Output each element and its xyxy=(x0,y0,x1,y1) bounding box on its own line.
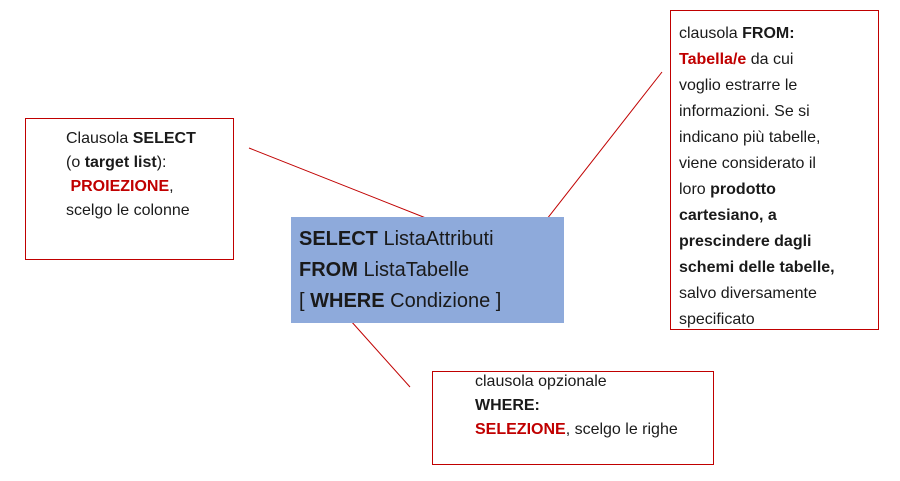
select-note-word: Clausola xyxy=(66,130,129,147)
sql-where-keyword: WHERE xyxy=(310,290,385,312)
from-note-keyword: FROM: xyxy=(742,25,795,42)
select-clause-note: Clausola SELECT (o target list): PROIEZI… xyxy=(25,118,234,260)
sql-select-argument: ListaAttributi xyxy=(383,228,494,250)
where-clause-note: clausola opzionale WHERE: SELEZIONE, sce… xyxy=(432,371,714,465)
select-note-keyword: SELECT xyxy=(132,130,196,147)
from-note-line1: clausola FROM: xyxy=(679,25,795,42)
sql-select-line: SELECT ListaAttributi xyxy=(299,224,564,255)
select-note-line1: Clausola SELECT xyxy=(66,127,223,151)
select-connector-line xyxy=(248,147,437,223)
where-note-line3: SELEZIONE, scelgo le righe xyxy=(475,421,678,438)
sql-where-line: [ WHERE Condizione ] xyxy=(299,290,502,312)
where-note-line1: clausola opzionale xyxy=(475,373,607,390)
sql-select-keyword: SELECT xyxy=(299,228,378,250)
where-note-line2: WHERE: xyxy=(475,394,707,418)
tabelle-keyword: Tabella/e xyxy=(679,51,747,68)
proiezione-keyword: PROIEZIONE xyxy=(70,178,170,195)
select-note-line4: scelgo le colonne xyxy=(66,202,190,219)
from-clause-note: clausola FROM: Tabella/e da cui voglio e… xyxy=(670,10,879,330)
selezione-keyword: SELEZIONE xyxy=(475,421,566,438)
target-list-keyword: target list xyxy=(84,154,157,171)
from-note-line2: Tabella/e da cui xyxy=(679,51,794,68)
sql-where-argument: Condizione xyxy=(390,290,491,312)
select-note-line2: (o target list): xyxy=(66,154,167,171)
where-note-keyword: WHERE: xyxy=(475,397,540,414)
select-note-line3: PROIEZIONE, xyxy=(70,178,174,195)
sql-from-line: FROM ListaTabelle xyxy=(299,255,564,286)
sql-syntax-box: SELECT ListaAttributi FROM ListaTabelle … xyxy=(291,217,564,323)
sql-from-argument: ListaTabelle xyxy=(363,259,470,281)
prodotto-keyword: prodotto xyxy=(710,181,776,198)
sql-from-keyword: FROM xyxy=(299,259,358,281)
